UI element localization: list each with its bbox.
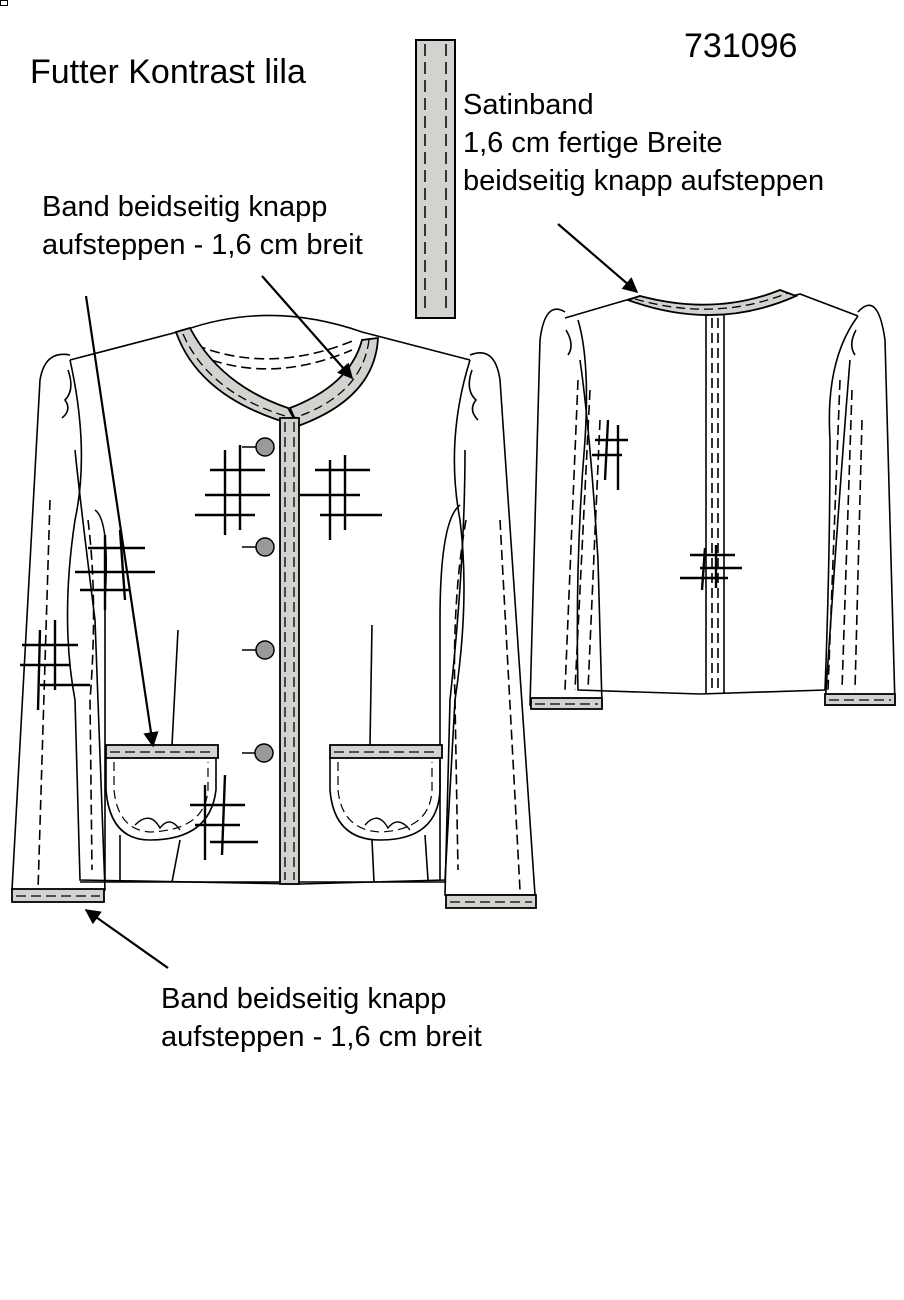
satin-note-line-1: Satinband xyxy=(463,89,594,121)
satin-band-swatch xyxy=(415,39,456,319)
back-neckline-band xyxy=(625,289,799,316)
title-label: Futter Kontrast lila xyxy=(30,53,306,91)
arrow-neckline xyxy=(261,275,354,380)
fabric-crosshatch-pattern xyxy=(20,445,382,860)
arrow-back-neckline xyxy=(557,223,639,294)
band-note-top: Band beidseitig knapp aufsteppen - 1,6 c… xyxy=(42,188,363,264)
satin-note-line-2: 1,6 cm fertige Breite xyxy=(463,127,723,159)
annotation-arrows xyxy=(84,223,639,969)
front-pocket-right xyxy=(329,744,443,841)
arrow-cuff xyxy=(84,909,169,969)
satin-band-note: Satinband 1,6 cm fertige Breite beidseit… xyxy=(463,86,824,200)
back-cuff-band-left xyxy=(530,697,603,710)
front-cuff-band-right xyxy=(445,894,537,909)
back-cuff-band-right xyxy=(824,693,896,706)
band-note-bottom-line-2: aufsteppen - 1,6 cm breit xyxy=(161,1021,482,1053)
front-placket-band xyxy=(279,417,300,885)
satin-note-line-3: beidseitig knapp aufsteppen xyxy=(463,165,825,197)
jacket-back-view xyxy=(529,293,896,706)
front-cuff-band-left xyxy=(11,888,105,903)
pattern-number: 731096 xyxy=(684,27,798,65)
band-note-top-line-1: Band beidseitig knapp xyxy=(42,191,328,223)
front-buttons xyxy=(242,437,275,763)
back-crosshatch-pattern xyxy=(592,419,742,591)
corner-mark xyxy=(0,0,8,6)
front-neckline-band xyxy=(174,326,379,428)
arrow-pocket xyxy=(84,295,159,748)
front-pocket-left xyxy=(105,744,219,841)
jacket-front-view xyxy=(11,314,536,896)
band-note-bottom: Band beidseitig knapp aufsteppen - 1,6 c… xyxy=(161,980,482,1056)
band-note-bottom-line-1: Band beidseitig knapp xyxy=(161,983,447,1015)
band-note-top-line-2: aufsteppen - 1,6 cm breit xyxy=(42,229,363,261)
